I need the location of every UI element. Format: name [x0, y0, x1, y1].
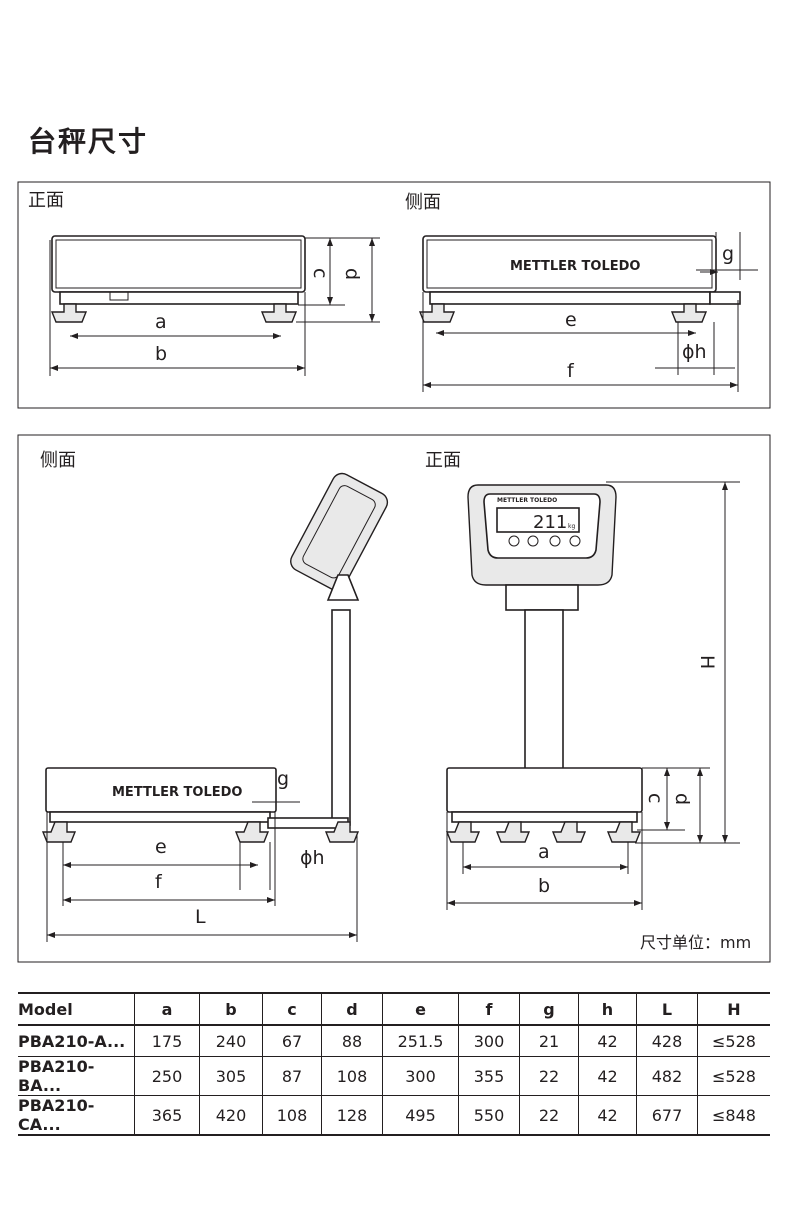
front-view-label-2: 正面	[425, 450, 461, 471]
value-cell-L: 482	[636, 1056, 698, 1096]
dim-f-label-2: f	[155, 871, 163, 893]
value-cell-c: 67	[262, 1025, 322, 1057]
value-cell-h: 42	[578, 1056, 637, 1096]
col-b: b	[199, 993, 263, 1025]
value-cell-g: 22	[519, 1056, 579, 1096]
dim-a-label: a	[155, 311, 167, 333]
value-cell-f: 355	[458, 1056, 520, 1096]
dim-b-label-2: b	[538, 875, 550, 897]
side-dimension-lines	[422, 232, 758, 392]
model-cell: PBA210-BA...	[18, 1057, 95, 1095]
panel-bench-scale-views	[17, 434, 771, 963]
value-cell-f: 550	[458, 1095, 520, 1135]
dim-e-label-2: e	[155, 836, 167, 858]
dim-H-label: H	[696, 655, 718, 669]
model-cell: PBA210-CA...	[18, 1096, 95, 1134]
terminal-brand: METTLER TOLEDO	[497, 497, 557, 504]
bench-scale-side-view	[41, 472, 389, 843]
value-cell-a: 365	[134, 1095, 200, 1135]
front-view-label: 正面	[28, 190, 64, 211]
col-g: g	[519, 993, 579, 1025]
front-dimension-lines	[49, 237, 380, 376]
col-e: e	[382, 993, 459, 1025]
dim-g-label-2: g	[277, 768, 289, 790]
col-H: H	[697, 993, 770, 1025]
value-cell-c: 108	[262, 1095, 322, 1135]
value-cell-b: 420	[199, 1095, 263, 1135]
front-view-dimension-lines	[446, 481, 740, 910]
dim-h-label-2: ϕh	[300, 847, 325, 869]
value-cell-b: 240	[199, 1025, 263, 1057]
dim-d-label-2: d	[671, 793, 693, 805]
value-cell-e: 251.5	[382, 1025, 459, 1057]
col-h: h	[578, 993, 637, 1025]
value-cell-g: 22	[519, 1095, 579, 1135]
dim-g-label: g	[722, 243, 734, 265]
value-cell-L: 677	[636, 1095, 698, 1135]
value-cell-L: 428	[636, 1025, 698, 1057]
display-reading: 211	[533, 512, 567, 533]
dim-f-label: f	[567, 360, 575, 382]
dim-h-label: ϕh	[682, 341, 707, 363]
platform-front-view	[50, 235, 306, 323]
dim-L-label: L	[195, 906, 206, 928]
brand-logo: METTLER TOLEDO	[510, 259, 640, 274]
unit-note: 尺寸单位：mm	[640, 933, 751, 952]
value-cell-f: 300	[458, 1025, 520, 1057]
dim-b-label: b	[155, 343, 167, 365]
dim-a-label-2: a	[538, 841, 550, 863]
model-cell: PBA210-A...	[18, 1031, 126, 1051]
value-cell-H: ≤528	[697, 1056, 770, 1096]
display-unit: kg	[568, 523, 575, 530]
dim-c-label-2: c	[644, 793, 666, 803]
value-cell-e: 495	[382, 1095, 459, 1135]
col-c: c	[262, 993, 322, 1025]
panel-platform-views	[17, 181, 771, 409]
value-cell-h: 42	[578, 1095, 637, 1135]
side-view-label: 侧面	[405, 192, 441, 213]
table-header-row: Model a b c d e f g h L H	[18, 993, 770, 1025]
bench-scale-front-view	[445, 484, 643, 843]
value-cell-d: 88	[321, 1025, 383, 1057]
platform-side-view	[418, 235, 741, 323]
value-cell-H: ≤528	[697, 1025, 770, 1057]
side-view-dimension-lines	[46, 801, 358, 942]
dim-c-label: c	[309, 268, 331, 278]
value-cell-g: 21	[519, 1025, 579, 1057]
side-view-label-2: 侧面	[40, 450, 76, 471]
col-L: L	[636, 993, 698, 1025]
col-f: f	[458, 993, 520, 1025]
value-cell-d: 128	[321, 1095, 383, 1135]
value-cell-e: 300	[382, 1056, 459, 1096]
brand-logo-side: METTLER TOLEDO	[112, 785, 242, 800]
value-cell-d: 108	[321, 1056, 383, 1096]
value-cell-a: 250	[134, 1056, 200, 1096]
value-cell-c: 87	[262, 1056, 322, 1096]
dim-d-label: d	[341, 268, 363, 280]
col-model: Model	[18, 999, 73, 1019]
value-cell-H: ≤848	[697, 1095, 770, 1135]
dimension-table: Model a b c d e f g h L H PBA210-A... 175…	[18, 992, 770, 1136]
col-a: a	[134, 993, 200, 1025]
value-cell-b: 305	[199, 1056, 263, 1096]
col-d: d	[321, 993, 383, 1025]
dim-e-label: e	[565, 309, 577, 331]
value-cell-h: 42	[578, 1025, 637, 1057]
value-cell-a: 175	[134, 1025, 200, 1057]
page-title: 台秤尺寸	[28, 125, 149, 158]
